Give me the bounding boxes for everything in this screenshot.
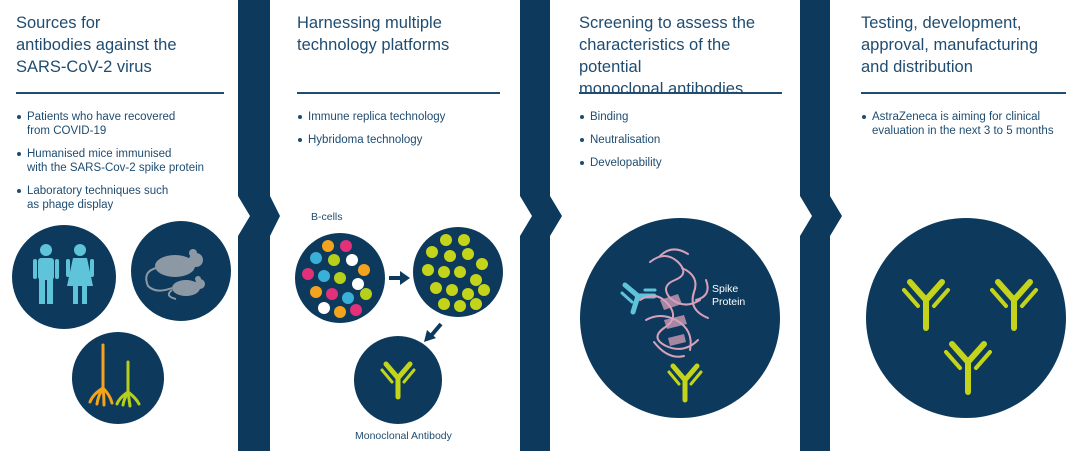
bullet-list: AstraZeneca is aiming for clinical evalu…	[861, 110, 1054, 147]
divider	[579, 92, 782, 94]
cell-dot	[350, 304, 362, 316]
chevron-separator-2	[520, 0, 562, 451]
cell-dot	[318, 302, 330, 314]
bullet-item: AstraZeneca is aiming for clinical evalu…	[861, 110, 1054, 138]
monoclonal-antibody-label: Monoclonal Antibody	[355, 430, 452, 442]
bcells-circle	[295, 233, 385, 323]
cell-dot	[476, 258, 488, 270]
antibody-icon	[990, 279, 1038, 331]
cell-dot	[438, 266, 450, 278]
antibody-icon	[944, 341, 992, 395]
panel-platforms: Harnessing multiple technology platforms…	[297, 0, 502, 451]
cell-dot	[302, 268, 314, 280]
antibody-icon	[667, 363, 703, 403]
mouse-icon	[145, 249, 203, 292]
cell-dot	[478, 284, 490, 296]
cell-dot	[422, 264, 434, 276]
rake-icon	[88, 343, 114, 407]
bullet-item: Binding	[579, 110, 662, 124]
arrow-icon	[424, 322, 443, 342]
cell-dot	[470, 274, 482, 286]
cell-dot	[346, 254, 358, 266]
bullet-item: Immune replica technology	[297, 110, 445, 124]
chevron-separator-1	[238, 0, 280, 451]
cell-dot	[358, 264, 370, 276]
arrow-icon	[389, 271, 410, 285]
cell-dot	[462, 288, 474, 300]
panel-testing-illustrations	[866, 218, 1066, 418]
cell-dot	[310, 286, 322, 298]
cell-dot	[444, 250, 456, 262]
bullet-item: Hybridoma technology	[297, 133, 445, 147]
panel-platforms-illustrations	[295, 227, 503, 424]
panel-sources-illustrations	[12, 221, 231, 424]
antibody-icon	[902, 279, 950, 331]
cell-dot	[446, 284, 458, 296]
cell-dot	[440, 234, 452, 246]
mice-circle	[131, 221, 231, 321]
monoclonal-circle	[354, 336, 442, 424]
chevron-separator-3	[800, 0, 842, 451]
cell-dot	[454, 300, 466, 312]
cell-dot	[340, 240, 352, 252]
panel-title: Sources for antibodies against the SARS-…	[16, 14, 177, 76]
cell-dot	[328, 254, 340, 266]
cell-dot	[426, 246, 438, 258]
selected-cells	[422, 234, 490, 312]
spike-protein-fill	[660, 294, 687, 346]
bullet-item: Laboratory techniques such as phage disp…	[16, 184, 204, 212]
cell-dot	[352, 278, 364, 290]
cell-dot	[334, 272, 346, 284]
bullet-item: Neutralisation	[579, 133, 662, 147]
panel-screening-illustrations	[580, 218, 780, 418]
antibody-icon	[380, 361, 416, 400]
divider	[861, 92, 1066, 94]
phage-display-circle	[72, 332, 164, 424]
panel-testing: Testing, development, approval, manufact…	[861, 0, 1076, 451]
humans-circle	[12, 225, 116, 329]
bullet-item: Developability	[579, 156, 662, 170]
cell-dot	[342, 292, 354, 304]
cell-dot	[462, 248, 474, 260]
cell-dot	[318, 270, 330, 282]
cell-dot	[322, 240, 334, 252]
cell-dot	[360, 288, 372, 300]
cell-dot	[310, 252, 322, 264]
panel-sources: Sources for antibodies against the SARS-…	[16, 0, 236, 451]
cell-dot	[334, 306, 346, 318]
person-icon	[66, 244, 94, 304]
cell-dot	[458, 234, 470, 246]
cell-dot	[430, 282, 442, 294]
mouse-icon	[167, 276, 205, 300]
divider	[297, 92, 500, 94]
cell-dot	[470, 298, 482, 310]
selected-cells-circle	[413, 227, 503, 317]
bcells-label: B-cells	[311, 211, 343, 223]
cell-dot	[438, 298, 450, 310]
spike-protein-label: Spike Protein	[712, 283, 746, 308]
cell-dot	[326, 288, 338, 300]
panel-title: Harnessing multiple technology platforms	[297, 14, 450, 54]
panel-screening: Screening to assess the characteristics …	[579, 0, 789, 451]
bullet-item: Patients who have recovered from COVID-1…	[16, 110, 204, 138]
bullet-item: Humanised mice immunised with the SARS-C…	[16, 147, 204, 175]
bullet-list: Immune replica technology Hybridoma tech…	[297, 110, 445, 156]
bullet-list: Binding Neutralisation Developability	[579, 110, 662, 179]
cell-dot	[454, 266, 466, 278]
panel-title: Screening to assess the characteristics …	[579, 14, 756, 98]
mixed-cells	[302, 240, 372, 318]
rake-icon	[115, 360, 141, 408]
panel-title: Testing, development, approval, manufact…	[861, 14, 1039, 76]
divider	[16, 92, 224, 94]
bullet-list: Patients who have recovered from COVID-1…	[16, 110, 204, 221]
spike-protein-icon	[639, 248, 709, 358]
person-icon	[33, 244, 59, 304]
